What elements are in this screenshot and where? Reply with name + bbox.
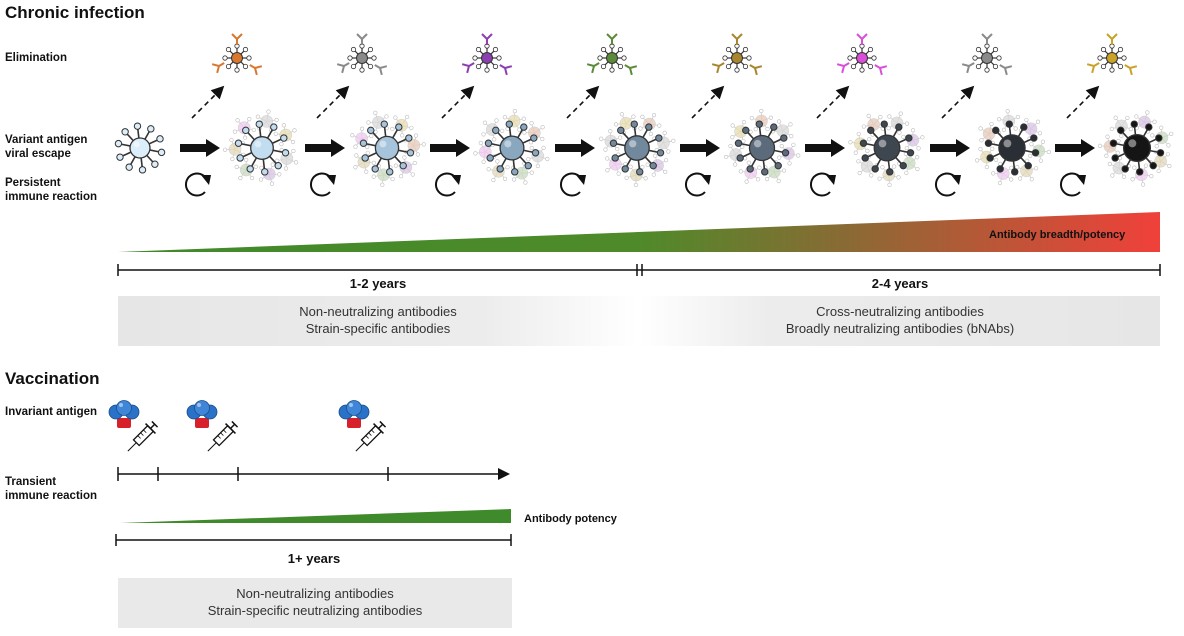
virus-variant-7: [984, 120, 1040, 176]
box1-line2: Strain-specific antibodies: [305, 321, 451, 336]
neutralized-virion-4: [711, 33, 763, 76]
invariant-antigen-label: Invariant antigen: [5, 406, 98, 418]
period-1-2-years: 1-2 years: [349, 276, 407, 291]
transient-line2: immune reaction: [5, 490, 98, 502]
cycle-arrow-icon: [184, 172, 211, 197]
antibody-breadth-gradient: [118, 212, 1160, 252]
antibody-box-early-text: Non-neutralizing antibodies Strain-speci…: [118, 303, 638, 337]
cycle-arrow-icon: [684, 172, 711, 197]
persistent-reaction-label: Persistent immune reaction: [5, 176, 97, 204]
chronic-title: Chronic infection: [5, 3, 145, 22]
neutralized-virion-7: [1086, 33, 1138, 76]
elimination-arrow: [816, 85, 850, 119]
cycle-arrow-icon: [309, 172, 336, 197]
transient-line1: Transient: [5, 476, 57, 488]
escape-arrow: [680, 139, 720, 157]
cycle-arrow-icon: [1059, 172, 1086, 197]
elimination-arrow: [941, 85, 975, 119]
elimination-arrow: [191, 85, 225, 119]
escape-arrow: [805, 139, 845, 157]
period-2-4-years: 2-4 years: [871, 276, 929, 291]
syringe-icon: [207, 420, 239, 452]
vaccination-timeline: [117, 467, 510, 481]
virus-variant-4: [609, 120, 665, 176]
elimination-arrow: [1066, 85, 1100, 119]
variant-antigen-label: Variant antigen viral escape: [5, 133, 87, 161]
neutralized-virion-6: [961, 33, 1013, 76]
cycle-arrow-icon: [934, 172, 961, 197]
persistent-line1: Persistent: [5, 177, 61, 189]
vaccination-box-text: Non-neutralizing antibodies Strain-speci…: [118, 585, 512, 619]
cycle-arrow-icon: [809, 172, 836, 197]
antibody-box-early: [118, 296, 638, 346]
cycle-arrow-icon: [434, 172, 461, 197]
elimination-arrow: [316, 85, 350, 119]
variant-antigen-line1: Variant antigen: [5, 134, 88, 146]
syringe-icon: [355, 420, 387, 452]
box1-line1: Non-neutralizing antibodies: [299, 304, 457, 319]
vaccination-antibody-box: [118, 578, 512, 628]
chronic-timeline: [117, 264, 1161, 276]
invariant-antigen-icon: [186, 400, 218, 428]
virus-variant-6: [859, 120, 915, 176]
elimination-label: Elimination: [5, 52, 67, 64]
escape-arrow: [430, 139, 470, 157]
transient-reaction-label: Transient immune reaction: [5, 475, 97, 503]
neutralized-virion-3: [586, 33, 638, 76]
period-1plus-years: 1+ years: [287, 551, 341, 566]
neutralized-virion-1: [336, 33, 388, 76]
virus-variant-5: [734, 120, 790, 176]
virus-variant-3: [484, 120, 540, 176]
antibody-breadth-label: Antibody breadth/potency: [989, 229, 1126, 241]
antibody-box-late: [640, 296, 1160, 346]
escape-arrow: [305, 139, 345, 157]
elimination-arrow: [566, 85, 600, 119]
invariant-antigen-icon: [108, 400, 140, 428]
antibody-potency-label: Antibody potency: [524, 513, 617, 525]
escape-arrow: [180, 139, 220, 157]
vaccination-duration-bar: [115, 534, 512, 546]
escape-arrow: [1055, 139, 1095, 157]
vbox-line1: Non-neutralizing antibodies: [236, 586, 394, 601]
neutralized-virion-5: [836, 33, 888, 76]
virus-variant-0: [114, 122, 166, 174]
persistent-line2: immune reaction: [5, 191, 98, 203]
neutralized-virion-2: [461, 33, 513, 76]
neutralized-virion-0: [211, 33, 263, 76]
escaped-variant-halo: [599, 112, 676, 188]
virus-variant-8: [1109, 120, 1165, 176]
elimination-arrow: [441, 85, 475, 119]
virus-variant-1: [234, 120, 290, 176]
vbox-line2: Strain-specific neutralizing antibodies: [207, 603, 423, 618]
escaped-variant-halo: [848, 111, 925, 188]
vaccination-title: Vaccination: [5, 369, 100, 388]
escape-arrow: [930, 139, 970, 157]
virus-variant-2: [359, 120, 415, 176]
antibody-box-late-text: Cross-neutralizing antibodies Broadly ne…: [640, 303, 1160, 337]
syringe-icon: [127, 420, 159, 452]
escape-arrow: [555, 139, 595, 157]
cycle-arrow-icon: [559, 172, 586, 197]
invariant-antigen-icon: [338, 400, 370, 428]
antibody-potency-gradient: [120, 509, 511, 523]
variant-antigen-line2: viral escape: [5, 148, 71, 160]
box2-line2: Broadly neutralizing antibodies (bNAbs): [785, 321, 1015, 336]
box2-line1: Cross-neutralizing antibodies: [816, 304, 984, 319]
elimination-arrow: [691, 85, 725, 119]
